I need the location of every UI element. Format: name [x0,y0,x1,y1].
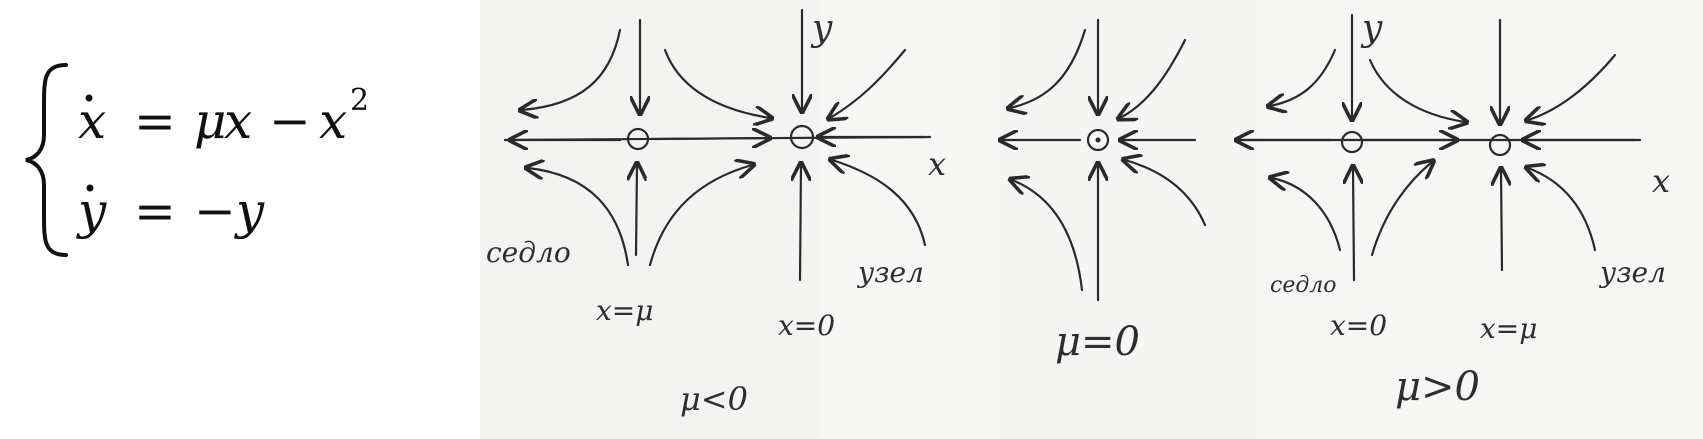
eq1-x: x [224,92,252,150]
eq2-rhs: −y [194,182,265,240]
eq1-sq-base: x [319,92,347,150]
trajectory-curve [1012,180,1084,292]
trajectory-curve [1270,48,1337,106]
eq1-minus: − [269,92,311,150]
trajectory-curve [1368,58,1465,122]
eq2-equals: = [134,182,176,240]
equilibrium-center [1095,137,1101,143]
trajectory-curve [832,160,927,247]
trajectory-curve [1125,160,1207,227]
node-point [789,124,815,150]
trajectory-arrow [1353,168,1354,282]
trajectory-curve [663,48,770,118]
trajectory-curve [1528,53,1617,120]
trajectory-curve [1272,178,1342,252]
dot-accent [86,184,94,192]
trajectory-arrow [1501,170,1502,272]
saddle-label: седло [486,236,571,269]
node-label: узел [1598,256,1666,289]
sketch-mu-negative: y x седло узел x=μ x=0 μ<0 [486,8,946,418]
sketch-mu-positive: y x седло узел x=0 x=μ μ>0 [1238,8,1670,410]
trajectory-curve [1528,168,1597,252]
left-brace [25,63,68,257]
trajectory-curve [648,165,752,267]
condition-label: μ<0 [680,380,748,418]
axis-y-label: y [1360,8,1383,49]
trajectory-arrow [636,165,637,257]
saddle-point [626,127,650,151]
trajectory-arrow [800,165,801,282]
eq1-lhs-var: x [78,92,106,150]
eq1-equals: = [134,92,176,150]
saddle-label: седло [1270,273,1337,298]
node-point-label: x=μ [1480,312,1537,345]
node-point-label: x=0 [778,309,835,342]
node-label: узел [856,256,924,289]
eq1-sq-exp: 2 [350,83,369,118]
saddle-point-label: x=0 [1330,309,1387,342]
dot-accent [85,94,93,102]
paper-segment [480,0,820,439]
trajectory-curve [1010,28,1087,108]
eq2-lhs-var: y [76,182,107,240]
condition-label: μ=0 [1055,319,1140,365]
trajectory-curve [522,28,622,110]
equation-system: x = μ x − x 2 y = −y [25,63,369,257]
axis-x-label: x [1652,162,1670,200]
trajectory-arrow [653,138,768,139]
trajectory-curve [1120,38,1187,118]
equation-line-2: y = −y [76,182,265,240]
condition-label: μ>0 [1395,364,1480,410]
equation-line-1: x = μ x − x 2 [78,83,369,150]
saddle-point-label: x=μ [596,294,653,327]
trajectory-curve [1370,162,1432,257]
eq1-mu: μ [194,92,227,150]
equilibrium-point [1086,128,1110,152]
sketch-mu-zero: μ=0 [1002,18,1207,365]
trajectory-curve [528,168,630,267]
trajectory-curve [830,48,907,118]
paper-segment [1000,0,1260,439]
node-point [1488,133,1512,157]
axis-x-label: x [928,145,946,183]
axis-y-label: y [810,8,833,49]
saddle-point [1340,130,1364,154]
